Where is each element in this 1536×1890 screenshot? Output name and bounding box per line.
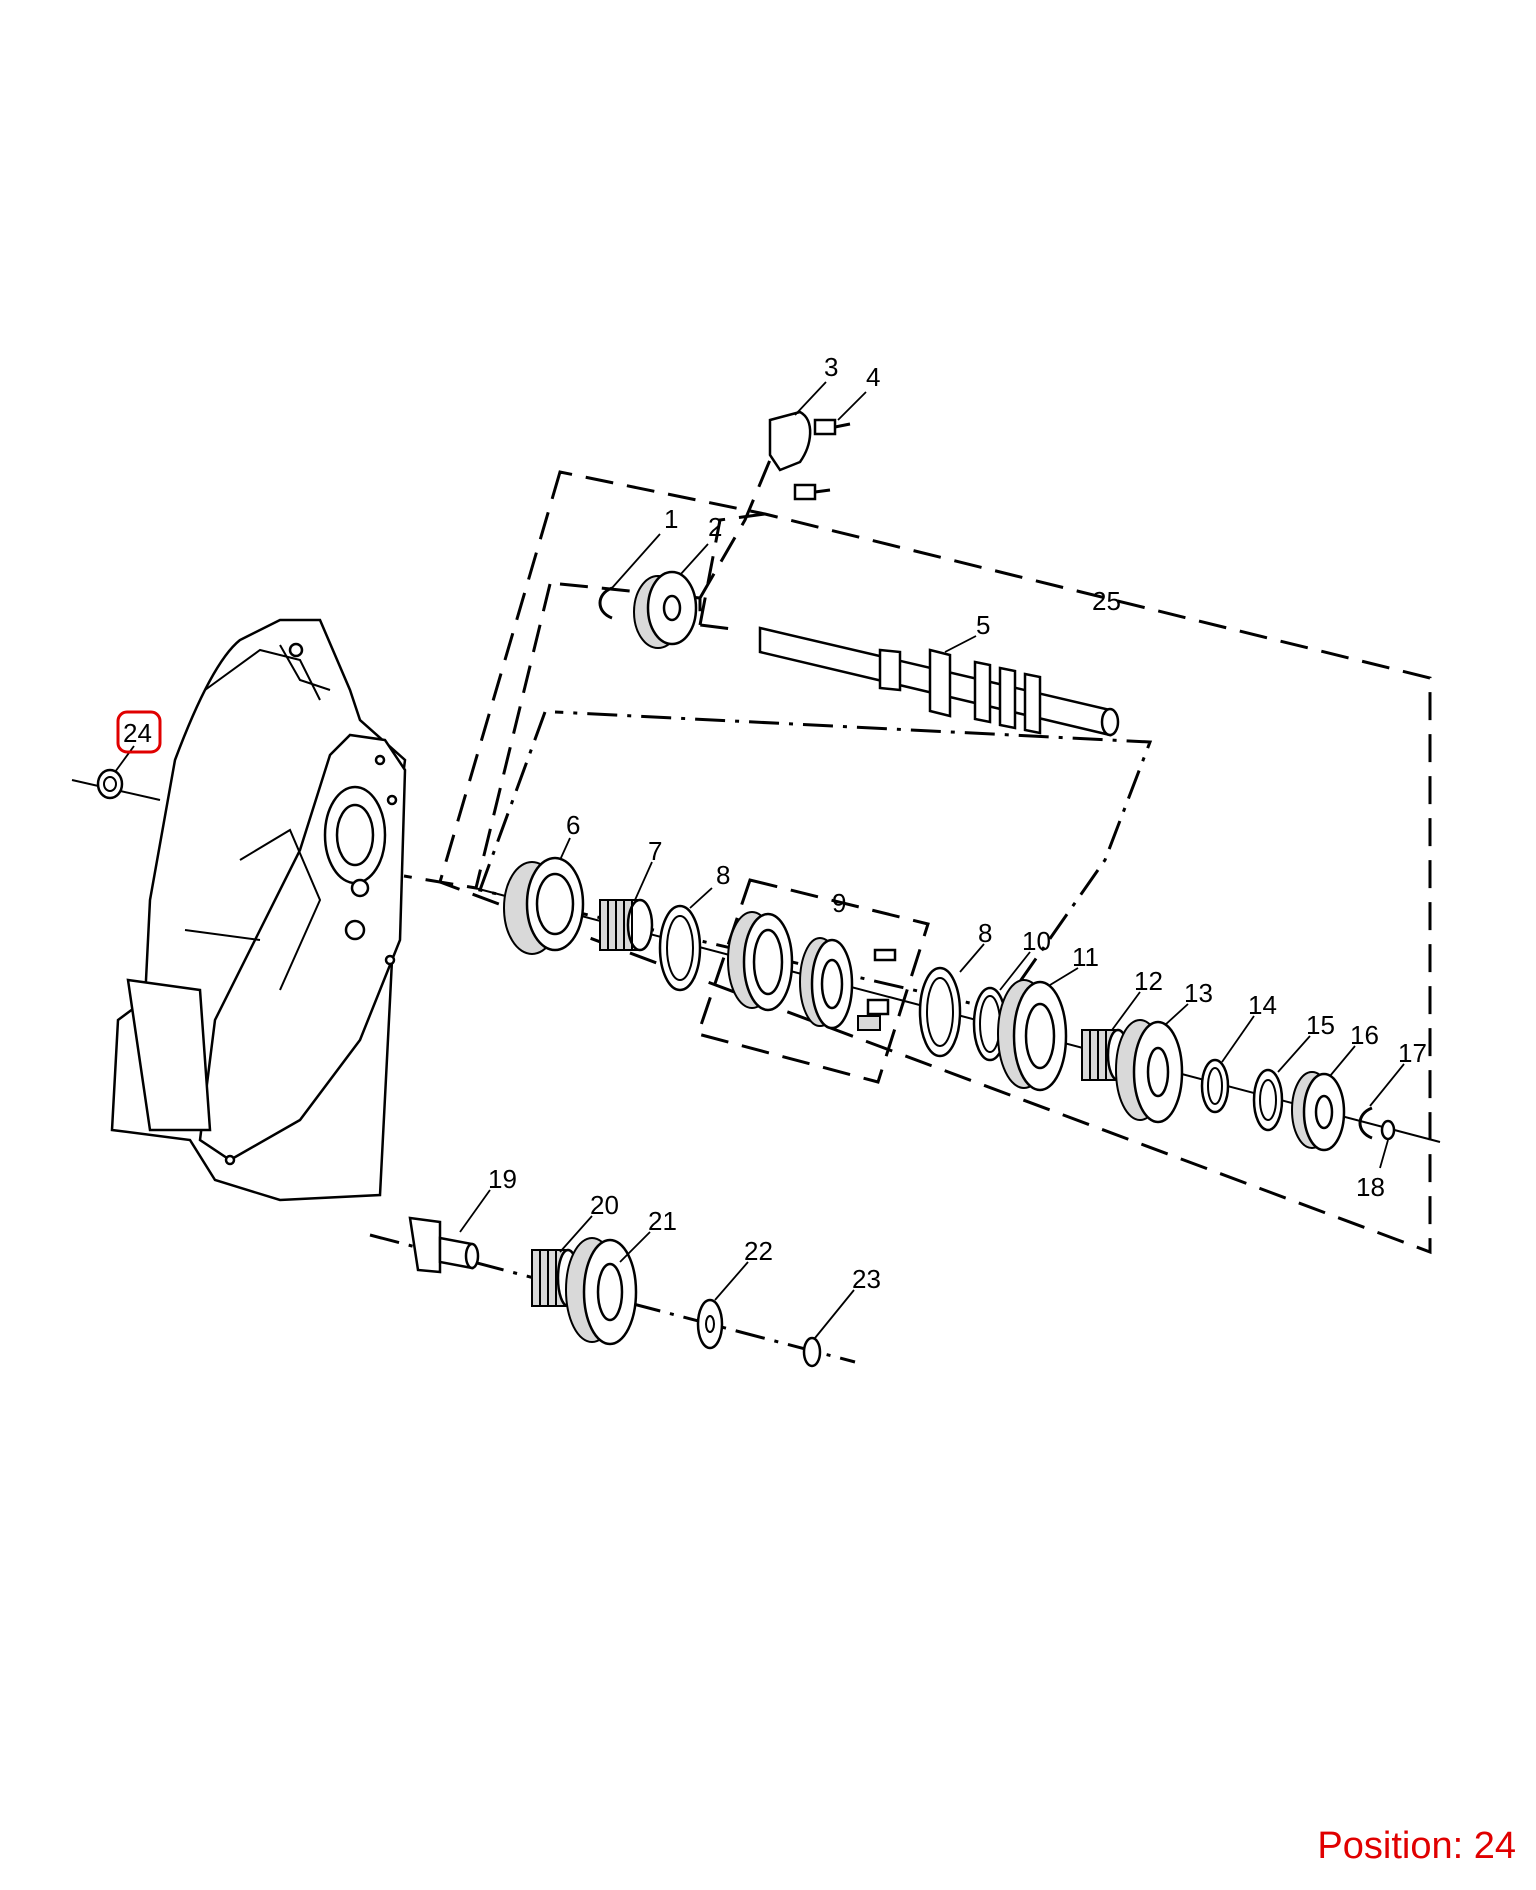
callout-5[interactable]: 5 bbox=[976, 610, 990, 640]
part-14-ring bbox=[1200, 1058, 1230, 1114]
part-22-washer bbox=[696, 1298, 724, 1350]
callout-24[interactable]: 24 bbox=[123, 718, 152, 748]
part-1-clip bbox=[598, 586, 613, 620]
callout-15[interactable]: 15 bbox=[1306, 1010, 1335, 1040]
transmission-housing bbox=[110, 618, 407, 1202]
position-label: Position: 24 bbox=[1317, 1825, 1516, 1867]
callout-7[interactable]: 7 bbox=[648, 836, 662, 866]
callout-17[interactable]: 17 bbox=[1398, 1038, 1427, 1068]
group-2-boundary-right bbox=[698, 459, 772, 599]
callout-20[interactable]: 20 bbox=[590, 1190, 619, 1220]
part-5-shaft bbox=[758, 626, 1120, 737]
part-23-ring bbox=[802, 1336, 822, 1368]
assembly-25-outer-boundary bbox=[438, 470, 1432, 1255]
part-8-synchro-ring-left-inner bbox=[666, 915, 694, 981]
callout-2[interactable]: 2 bbox=[708, 512, 722, 542]
part-17-clip bbox=[1358, 1106, 1373, 1140]
part-8-synchro-ring-right-inner bbox=[926, 977, 954, 1047]
callout-25[interactable]: 25 bbox=[1092, 586, 1121, 616]
callout-3[interactable]: 3 bbox=[824, 352, 838, 382]
callout-8-right[interactable]: 8 bbox=[978, 918, 992, 948]
part-21-gear bbox=[565, 1237, 638, 1346]
part-6-bearing bbox=[503, 856, 585, 955]
callout-8-left[interactable]: 8 bbox=[716, 860, 730, 890]
callout-1[interactable]: 1 bbox=[664, 504, 678, 534]
part-2-bearing bbox=[633, 570, 698, 649]
group-2-boundary bbox=[559, 582, 741, 632]
callout-11[interactable]: 11 bbox=[1072, 942, 1099, 972]
part-15-ring bbox=[1252, 1068, 1284, 1132]
callout-22[interactable]: 22 bbox=[744, 1236, 773, 1266]
highlight-box bbox=[116, 710, 162, 754]
callout-21[interactable]: 21 bbox=[648, 1206, 677, 1236]
part-22-washer-inner bbox=[705, 1315, 715, 1333]
part-16-bearing bbox=[1291, 1071, 1346, 1152]
part-4-bolts bbox=[793, 418, 851, 501]
callout-14[interactable]: 14 bbox=[1248, 990, 1277, 1020]
leader-lines bbox=[114, 381, 1405, 1339]
callout-12[interactable]: 12 bbox=[1134, 966, 1163, 996]
part-14-ring-inner bbox=[1207, 1067, 1223, 1105]
callout-9[interactable]: 9 bbox=[832, 888, 846, 918]
part-19-pin bbox=[408, 1216, 480, 1274]
callout-6[interactable]: 6 bbox=[566, 810, 580, 840]
callout-19[interactable]: 19 bbox=[488, 1164, 517, 1194]
part-24-seal bbox=[96, 768, 124, 800]
assembly-25-inner-boundary bbox=[403, 583, 552, 890]
part-18-washer bbox=[1380, 1119, 1396, 1141]
part-24-seal-inner bbox=[103, 776, 117, 792]
part-11-gear bbox=[997, 979, 1068, 1092]
callout-18[interactable]: 18 bbox=[1356, 1172, 1385, 1202]
part-15-ring-inner bbox=[1259, 1079, 1277, 1121]
group-9-boundary bbox=[696, 878, 930, 1084]
callout-16[interactable]: 16 bbox=[1350, 1020, 1379, 1050]
callout-13[interactable]: 13 bbox=[1184, 978, 1213, 1008]
callout-10[interactable]: 10 bbox=[1022, 926, 1051, 956]
assembly-25-link bbox=[698, 512, 766, 626]
part-9-synchronizer bbox=[727, 911, 897, 1031]
callout-23[interactable]: 23 bbox=[852, 1264, 881, 1294]
part-13-gear bbox=[1115, 1019, 1184, 1124]
callout-4[interactable]: 4 bbox=[866, 362, 880, 392]
part-3-bracket bbox=[768, 410, 812, 472]
assembly-5-boundary bbox=[478, 710, 1153, 1012]
part-7-needle-bearing bbox=[599, 898, 654, 952]
